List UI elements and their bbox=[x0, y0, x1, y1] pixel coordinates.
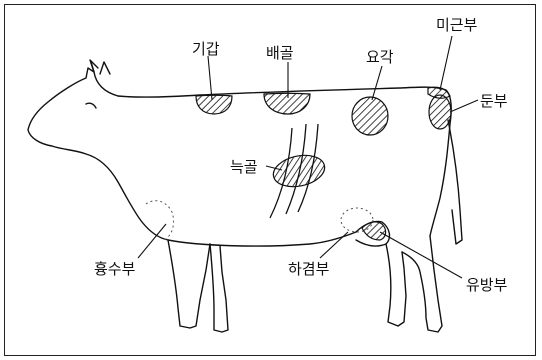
label-hagyeombu: 하겸부 bbox=[288, 260, 330, 278]
label-hyungsubu: 흉수부 bbox=[94, 260, 136, 278]
label-baegol: 배골 bbox=[266, 44, 294, 62]
label-dunbu: 둔부 bbox=[480, 92, 508, 110]
label-neukgol: 늑골 bbox=[230, 158, 258, 176]
hatch-yubangbu bbox=[362, 222, 386, 240]
hatch-yogak bbox=[352, 97, 388, 135]
dotted-regions bbox=[146, 201, 373, 240]
hatch-dunbu bbox=[429, 95, 451, 129]
label-yogak: 요각 bbox=[366, 48, 394, 66]
hatch-baegol bbox=[264, 93, 310, 114]
label-gigap: 기갑 bbox=[192, 40, 220, 58]
cow-outline bbox=[28, 60, 462, 332]
label-migeunbu: 미근부 bbox=[436, 16, 478, 34]
hatch-gigap bbox=[196, 95, 232, 114]
hatch-neukgol bbox=[270, 151, 327, 191]
label-yubangbu: 유방부 bbox=[466, 276, 508, 294]
